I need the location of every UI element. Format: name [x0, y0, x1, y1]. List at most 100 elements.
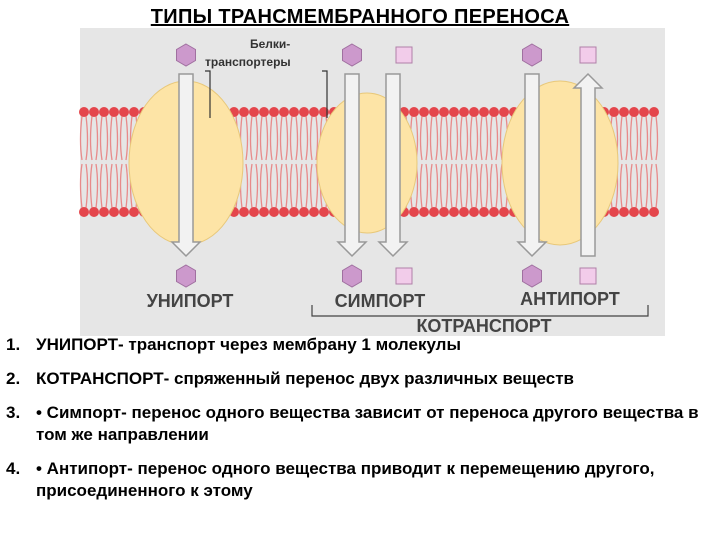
up-arrow	[572, 72, 604, 257]
lipid-tail	[429, 115, 433, 161]
lipid-tail	[445, 163, 449, 209]
lipid-head	[89, 207, 99, 217]
lipid-head	[309, 207, 319, 217]
lipid-tail	[469, 115, 473, 161]
lipid-tail	[439, 163, 443, 209]
lipid-head	[79, 207, 89, 217]
lipid-head	[409, 207, 419, 217]
lipid-head	[649, 107, 659, 117]
lipid-tail	[259, 115, 263, 161]
lipid-tail	[475, 163, 479, 209]
callout-pointer-right	[322, 70, 328, 118]
definition-item: 1. УНИПОРТ- транспорт через мембрану 1 м…	[6, 334, 714, 356]
lipid-tail	[429, 163, 433, 209]
lipid-tail	[99, 163, 103, 209]
down-arrow	[377, 73, 409, 258]
lipid-head	[109, 107, 119, 117]
definition-text: • Антипорт- перенос одного вещества прив…	[36, 459, 655, 500]
lipid-head	[269, 107, 279, 117]
lipid-head	[249, 207, 259, 217]
lipid-tail	[495, 163, 499, 209]
lipid-head	[479, 107, 489, 117]
lipid-tail	[275, 115, 279, 161]
lipid-tail	[95, 115, 99, 161]
lipid-tail	[265, 115, 269, 161]
transport-diagram: Белки- транспортеры УНИПОРТ СИМПОРТ АНТИ…	[79, 28, 665, 336]
lipid-tail	[649, 163, 653, 209]
lipid-head	[419, 107, 429, 117]
lipid-tail	[295, 115, 299, 161]
lipid-head	[609, 207, 619, 217]
lipid-tail	[79, 163, 83, 209]
lipid-tail	[269, 163, 273, 209]
lipid-tail	[289, 115, 293, 161]
lipid-head	[109, 207, 119, 217]
lipid-tail	[629, 163, 633, 209]
lipid-tail	[249, 115, 253, 161]
lipid-tail	[625, 115, 629, 161]
lipid-head	[439, 207, 449, 217]
lipid-head	[499, 107, 509, 117]
lipid-tail	[619, 163, 623, 209]
lipid-head	[499, 207, 509, 217]
lipid-head	[479, 207, 489, 217]
definition-text: КОТРАНСПОРТ- спряженный перенос двух раз…	[36, 369, 574, 388]
lipid-tail	[285, 163, 289, 209]
lipid-head	[639, 207, 649, 217]
lipid-tail	[115, 115, 119, 161]
lipid-head	[99, 107, 109, 117]
lipid-tail	[245, 115, 249, 161]
callout-pointer-left	[205, 70, 211, 118]
lipid-tail	[89, 163, 93, 209]
label-antiport: АНТИПОРТ	[520, 289, 620, 309]
lipid-head	[439, 107, 449, 117]
transporter-proteins	[128, 80, 619, 246]
lipid-tail	[459, 163, 463, 209]
lipid-tail	[645, 115, 649, 161]
lipid-tail	[289, 163, 293, 209]
lipid-head	[639, 107, 649, 117]
lipid-tail	[469, 163, 473, 209]
lipid-head	[489, 207, 499, 217]
lipid-tail	[105, 163, 109, 209]
definition-item: 4. • Антипорт- перенос одного вещества п…	[6, 458, 714, 502]
lipid-tail	[99, 115, 103, 161]
lipid-tail	[315, 115, 319, 161]
lipid-tail	[109, 115, 113, 161]
lipid-tail	[435, 115, 439, 161]
lipid-tail	[635, 163, 639, 209]
lipid-tail	[465, 115, 469, 161]
lipid-tail	[105, 115, 109, 161]
lipid-tail	[419, 163, 423, 209]
lipid-tail	[649, 115, 653, 161]
lipid-head	[459, 107, 469, 117]
transporter-protein	[316, 92, 418, 234]
lipid-tail	[309, 163, 313, 209]
lipid-head	[269, 207, 279, 217]
lipid-head	[649, 207, 659, 217]
lipid-tail	[85, 115, 89, 161]
lipid-tail	[489, 163, 493, 209]
lipid-tail	[315, 163, 319, 209]
lipid-tail	[245, 163, 249, 209]
lipid-tail	[655, 163, 659, 209]
lipid-head	[619, 107, 629, 117]
lipid-head	[629, 207, 639, 217]
lipid-head	[469, 107, 479, 117]
lipid-tail	[499, 163, 503, 209]
lipid-head	[289, 207, 299, 217]
down-arrow	[336, 73, 368, 258]
lipid-head	[89, 107, 99, 117]
lipid-head	[629, 107, 639, 117]
lipid-head	[299, 107, 309, 117]
lipid-tail	[499, 115, 503, 161]
lipid-head	[429, 207, 439, 217]
lipid-tail	[445, 115, 449, 161]
hexagon-molecule	[522, 264, 542, 288]
definition-text: УНИПОРТ- транспорт через мембрану 1 моле…	[36, 335, 461, 354]
lipid-head	[449, 107, 459, 117]
lipid-tail	[455, 163, 459, 209]
lipid-tail	[449, 115, 453, 161]
lipid-head	[449, 207, 459, 217]
lipid-tail	[279, 163, 283, 209]
